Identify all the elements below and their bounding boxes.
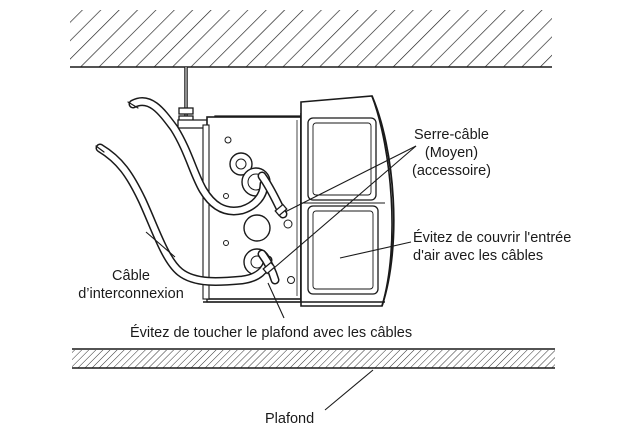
hanging-bolt — [178, 67, 194, 125]
cables — [95, 97, 288, 286]
upper-slab — [70, 10, 552, 68]
ceiling-warning-label: Évitez de toucher le plafond avec les câ… — [130, 325, 413, 341]
air-inlet-warning-line1: Évitez de couvrir l'entrée — [413, 230, 572, 246]
cable-tie-label-line1: Serre-câble — [414, 127, 489, 143]
interconnection-cable-line2: d’interconnexion — [78, 286, 184, 302]
ceiling-slab — [72, 348, 555, 369]
interconnection-cable-label: Câble d’interconnexion — [66, 267, 196, 303]
indoor-unit — [177, 95, 395, 307]
ceiling-label: Plafond — [265, 411, 315, 427]
cable-ties — [262, 203, 288, 275]
cable-tie-label: Serre-câble (Moyen) (accessoire) — [412, 126, 491, 180]
cable-tie-label-line2: (Moyen) — [424, 145, 479, 161]
leader-lines — [145, 145, 417, 411]
cable-tie-label-line3: (accessoire) — [412, 163, 491, 179]
air-inlet-warning-label: Évitez de couvrir l'entrée d'air avec le… — [413, 229, 571, 265]
interconnection-cable-line1: Câble — [112, 268, 150, 284]
air-inlet-warning-line2: d'air avec les câbles — [413, 248, 544, 264]
